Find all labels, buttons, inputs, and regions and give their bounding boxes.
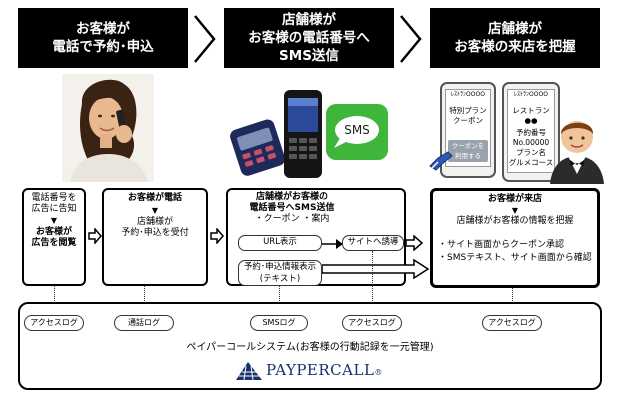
coupon-button-line: クーポンを xyxy=(451,142,485,150)
down-arrow-icon: ▼ xyxy=(151,206,159,215)
box3-title: 店舗様がお客様の xyxy=(255,192,328,202)
chevron-right-icon xyxy=(194,15,216,63)
phone-header: ﾚｽﾄﾗﾝOOOO xyxy=(451,91,485,98)
waiter-icon xyxy=(550,121,604,184)
box1-text: 広告を閲覧 xyxy=(31,238,77,248)
step-box-ad xyxy=(22,188,86,286)
box2-title: お客様が電話 xyxy=(127,193,182,203)
banner-line: 電話で予約･申込 xyxy=(52,39,154,55)
coupon-button: クーポンを 利用する xyxy=(448,140,488,162)
banner-line: SMS送信 xyxy=(279,48,339,64)
woman-on-phone-icon xyxy=(62,74,154,182)
banner-line: お客様の来店を把握 xyxy=(454,39,576,55)
dotted-connector xyxy=(144,286,145,315)
banner-line: 店舗様が xyxy=(282,12,336,28)
hand-pointer-icon xyxy=(429,151,453,171)
hollow-arrow-right-icon xyxy=(88,228,102,244)
dotted-connector xyxy=(279,286,280,315)
access-log-pill: アクセスログ xyxy=(482,315,542,331)
sms-log-pill: SMSログ xyxy=(250,315,308,331)
coupon-button-line: 利用する xyxy=(455,152,481,160)
chevron-right-icon xyxy=(400,15,422,63)
box4-text: 店舗様がお客様の情報を把握 xyxy=(456,216,574,226)
banner-step-2: 店舗様が お客様の電話番号へ SMS送信 xyxy=(224,8,394,68)
banner-step-1: お客様が 電話で予約･申込 xyxy=(18,8,188,68)
site-guide-pill: サイトへ誘導 xyxy=(342,235,404,251)
long-hollow-arrow-icon xyxy=(322,258,430,280)
box3-text: ・クーポン ・案内 xyxy=(254,214,330,224)
hollow-arrow-right-icon xyxy=(405,235,423,251)
box4-bullet: ・SMSテキスト、サイト画面から確認 xyxy=(438,253,592,263)
phone-line: レストラン xyxy=(512,106,550,115)
phone-line: プラン名 xyxy=(516,148,546,157)
box2-text: 予約･申込を受付 xyxy=(121,228,189,238)
smartphone-icon: ﾚｽﾄﾗﾝOOOO 特別プラン クーポン クーポンを 利用する xyxy=(440,82,496,178)
box1-text: お客様が xyxy=(35,227,72,237)
down-arrow-icon: ▼ xyxy=(50,216,58,225)
dotted-connector xyxy=(372,251,373,315)
sms-bubble-icon: SMS xyxy=(326,104,388,160)
pill-line: (テキスト) xyxy=(259,274,301,284)
mobile-phones-icon xyxy=(230,90,322,178)
down-arrow-icon: ▼ xyxy=(511,206,519,215)
box2-text: 店舗様が xyxy=(136,217,173,227)
box4-title: お客様が来店 xyxy=(487,194,542,204)
phone-line: ●● xyxy=(524,116,538,125)
access-log-pill: アクセスログ xyxy=(342,315,402,331)
arrow-right-icon xyxy=(322,239,343,249)
access-log-pill: アクセスログ xyxy=(24,315,84,331)
sms-bubble-label: SMS xyxy=(344,123,370,137)
step-box-call xyxy=(102,188,208,286)
phone-header: ﾚｽﾄﾗﾝOOOO xyxy=(514,91,548,98)
registered-mark: ® xyxy=(374,368,383,377)
phone-line: クーポン xyxy=(453,116,483,125)
reservation-info-pill: 予約･申込情報表示 (テキスト) xyxy=(238,260,322,286)
logo-word: PAYPERCALL xyxy=(266,361,375,379)
pill-line: 予約･申込情報表示 xyxy=(243,262,317,272)
dotted-connector xyxy=(54,286,55,315)
phone-line: 特別プラン xyxy=(449,106,487,115)
system-description: ペイパーコールシステム(お客様の行動記録を一元管理) xyxy=(186,342,434,353)
box1-text: 広告に告知 xyxy=(31,204,77,214)
dotted-connector xyxy=(512,288,513,315)
step-box-visit xyxy=(430,188,600,288)
box4-bullet: ・サイト画面からクーポン承認 xyxy=(438,240,565,250)
url-display-pill: URL表示 xyxy=(238,235,322,251)
banner-line: 店舗様が xyxy=(488,21,542,37)
paypercall-logo-text: PAYPERCALL® xyxy=(266,361,383,382)
phone-line: グルメコース xyxy=(508,158,554,167)
call-log-pill: 通話ログ xyxy=(114,315,174,331)
banner-line: お客様の電話番号へ xyxy=(248,30,370,46)
banner-line: お客様が xyxy=(76,21,130,37)
box3-title: 電話番号へSMS送信 xyxy=(249,203,335,213)
box1-text: 電話番号を xyxy=(31,193,77,203)
smartphone-icon: ﾚｽﾄﾗﾝOOOO レストラン ●● 予約番号 No.00000 プラン名 グル… xyxy=(502,82,560,182)
hollow-arrow-right-icon xyxy=(210,228,224,244)
paypercall-logo-icon xyxy=(236,362,262,381)
banner-step-3: 店舗様が お客様の来店を把握 xyxy=(430,8,600,68)
phone-line: No.00000 xyxy=(512,138,550,147)
phone-line: 予約番号 xyxy=(516,128,546,137)
